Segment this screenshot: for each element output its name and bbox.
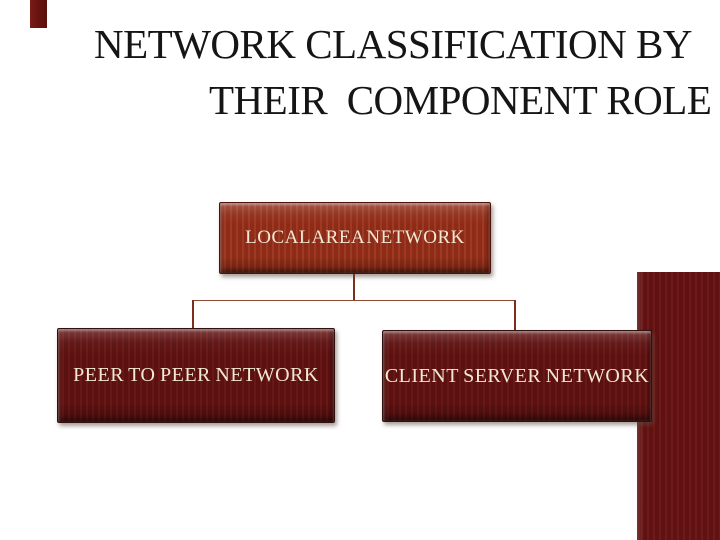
page-title-line-1: NETWORK CLASSIFICATION BY: [94, 21, 692, 67]
diagram-node-peer-to-peer-network: PEER TO PEER NETWORK: [57, 328, 335, 423]
diagram-node-client-server-network: CLIENT SERVER NETWORK: [382, 330, 652, 422]
theme-accent-bar: [30, 0, 47, 28]
diagram-node-label: LOCAL AREA NETWORK: [245, 227, 465, 248]
connector-root-stub: [353, 272, 355, 301]
diagram-node-local-area-network: LOCAL AREA NETWORK: [219, 202, 491, 274]
diagram-node-label: CLIENT SERVER NETWORK: [384, 364, 650, 387]
connector-right-branch: [514, 300, 516, 331]
connector-horizontal: [193, 300, 516, 301]
diagram-node-label: PEER TO PEER NETWORK: [73, 364, 319, 386]
page-title-line-2: THEIR COMPONENT ROLE: [209, 77, 712, 123]
connector-left-branch: [192, 300, 194, 329]
